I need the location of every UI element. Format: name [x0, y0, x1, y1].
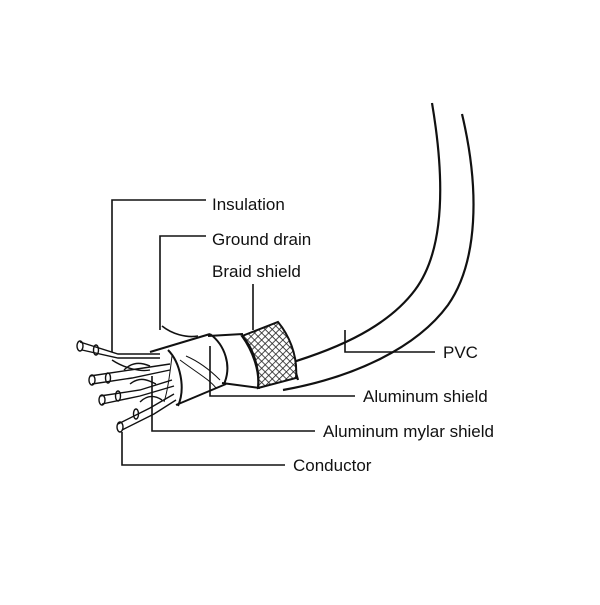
leader-lines	[111, 199, 435, 466]
label-insulation: Insulation	[212, 195, 285, 214]
braid-shield	[240, 320, 298, 390]
label-conductor: Conductor	[293, 456, 372, 475]
leader-aluminum-shield	[209, 346, 355, 397]
label-braid-shield: Braid shield	[212, 262, 301, 281]
label-ground-drain: Ground drain	[212, 230, 311, 249]
aluminum-shield	[207, 333, 261, 389]
leader-pvc	[344, 330, 435, 353]
leader-ground-drain	[159, 235, 206, 330]
labels: Insulation Ground drain Braid shield PVC…	[212, 195, 494, 475]
label-aluminum-shield: Aluminum shield	[363, 387, 488, 406]
label-aluminum-mylar-shield: Aluminum mylar shield	[323, 422, 494, 441]
leader-conductor	[121, 432, 285, 466]
leader-insulation	[111, 199, 206, 352]
leader-aluminum-mylar-shield	[151, 376, 315, 432]
twisted-pair-conductors	[76, 340, 177, 433]
label-pvc: PVC	[443, 343, 478, 362]
ground-drain-wire	[161, 325, 199, 338]
